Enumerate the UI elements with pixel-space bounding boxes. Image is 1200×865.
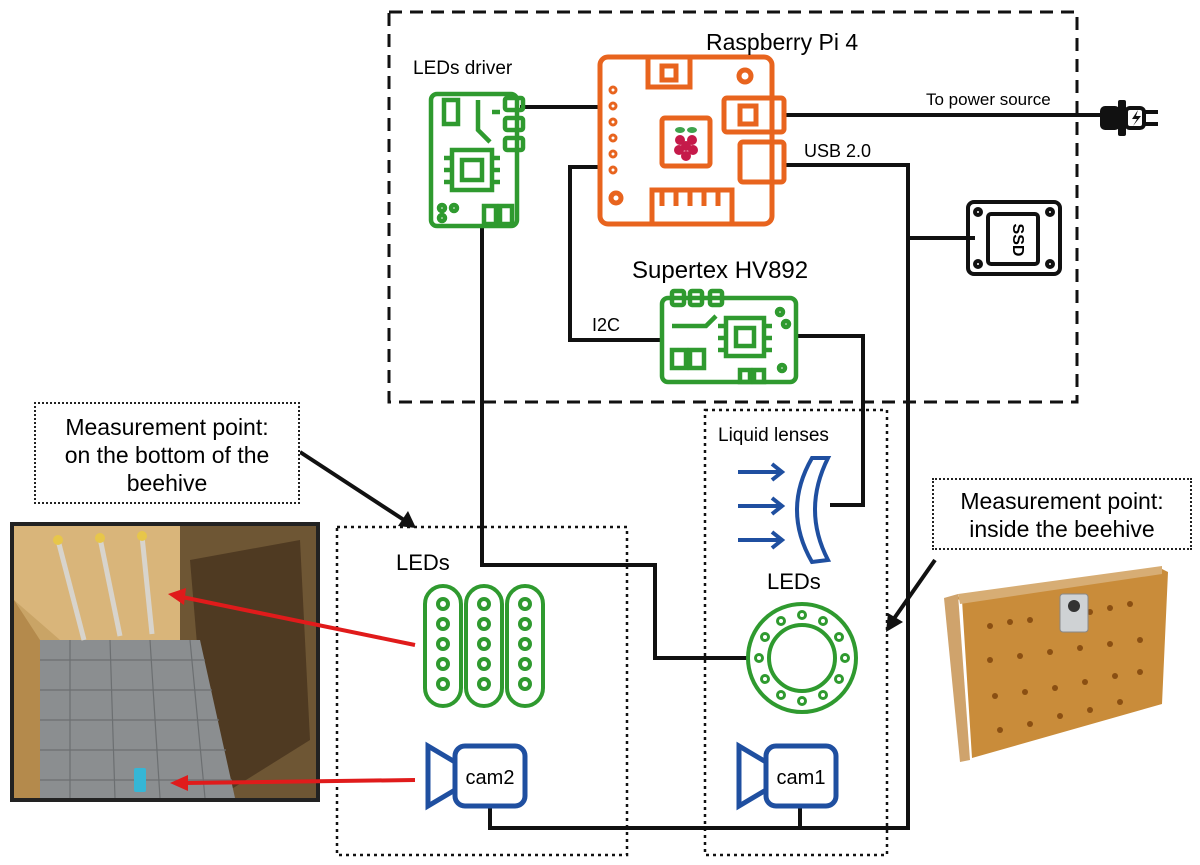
callout-bottom-line-3: beehive (126, 470, 208, 496)
usb-label: USB 2.0 (804, 141, 871, 161)
wires (480, 105, 1100, 830)
control-unit-box (387, 10, 1079, 404)
wire-driver-leds (480, 228, 750, 660)
leds-driver-pcb-icon (428, 91, 526, 229)
liquid-lenses-label: Liquid lenses (718, 425, 829, 446)
callout-bottom-line-1: Measurement point: (65, 414, 269, 440)
ssd-icon (966, 200, 1062, 276)
power-plug-icon (1100, 100, 1158, 136)
callout-arrows (298, 450, 937, 632)
callout-inside-measurement: Measurement point: inside the beehive (932, 478, 1192, 550)
callout-inside-line-2: inside the beehive (969, 516, 1155, 542)
cam1-icon (736, 741, 839, 811)
inside-module-box (703, 408, 889, 857)
beehive-frame-photo (944, 566, 1168, 762)
leds-right-label: LEDs (767, 569, 821, 594)
liquid-lens-icon (738, 456, 832, 565)
leds-driver-label: LEDs driver (413, 58, 513, 79)
wire-usb (488, 163, 910, 830)
bottom-module-box (335, 525, 629, 857)
wire-i2c (568, 165, 660, 342)
led-strips-icon (423, 584, 545, 708)
rpi-label: Raspberry Pi 4 (706, 29, 858, 55)
leds-left-label: LEDs (396, 550, 450, 575)
ssd-label: SSD (1009, 224, 1026, 257)
cam2-icon (425, 741, 528, 811)
raspberry-logo-icon (674, 127, 698, 161)
wire-hv892-lens (797, 334, 865, 507)
i2c-label: I2C (592, 315, 620, 335)
callout-bottom-line-2: on the bottom of the (64, 442, 270, 468)
supertex-hv892-pcb-icon (659, 288, 799, 385)
red-arrows (168, 588, 416, 791)
callout-inside-line-1: Measurement point: (960, 488, 1164, 514)
cam2-label: cam2 (466, 767, 515, 789)
led-ring-icon (746, 602, 858, 714)
callout-bottom-measurement: Measurement point: on the bottom of the … (34, 402, 300, 504)
raspberry-pi-icon (597, 54, 787, 227)
beehive-bottom-photo (10, 522, 320, 802)
power-label: To power source (926, 90, 1051, 109)
supertex-label: Supertex HV892 (632, 257, 808, 284)
cam1-label: cam1 (777, 767, 826, 789)
